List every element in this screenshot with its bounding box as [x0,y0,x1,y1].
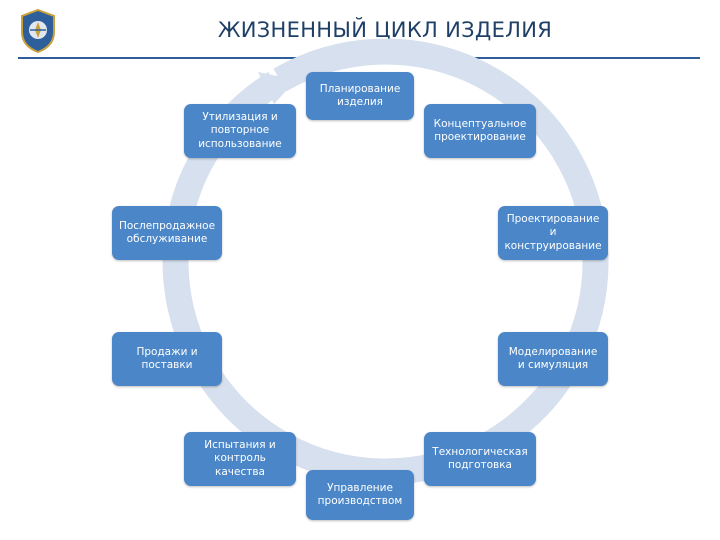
node-technological-preparation: Технологическая подготовка [424,432,536,486]
node-recycling-reuse: Утилизация и повторное использование [184,104,296,158]
node-testing-quality: Испытания и контроль качества [184,432,296,486]
node-aftersales-service: Послепродажное обслуживание [112,206,222,260]
university-emblem-icon [21,8,55,54]
node-production-management: Управление производством [306,470,414,520]
node-design-engineering: Проектирование и конструирование [498,206,608,260]
page-title: ЖИЗНЕННЫЙ ЦИКЛ ИЗДЕЛИЯ [217,18,553,42]
node-conceptual-design: Концептуальное проектирование [424,104,536,158]
node-sales-delivery: Продажи и поставки [112,332,222,386]
node-planning: Планирование изделия [306,72,414,120]
node-modeling-simulation: Моделирование и симуляция [498,332,608,386]
cycle-arrow-head [258,72,296,104]
